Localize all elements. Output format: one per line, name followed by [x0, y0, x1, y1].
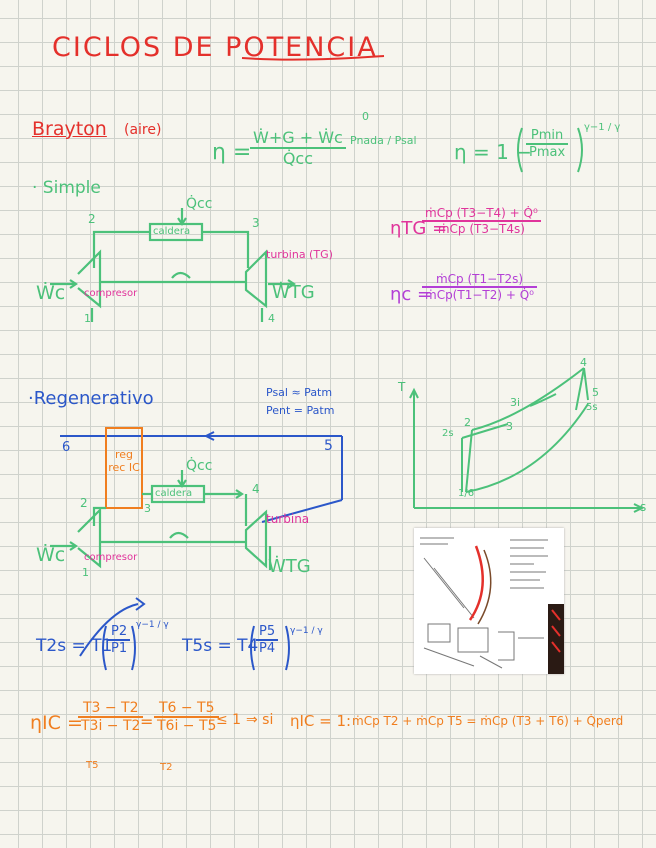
t5s-lhs: T5s = T4 [182, 636, 259, 656]
regen-heat-label: Q̇cc [186, 458, 213, 474]
ic-f2-den: T6i − T5 [157, 718, 217, 734]
simple-wc-label: Ẇc [36, 282, 66, 304]
eta-tg-fraction: ṁCp (T3−T4) + Q̇⁰ ṁCp (T3−T4s) [422, 206, 541, 236]
eta-tg-lhs: ηTG = [390, 218, 448, 239]
regen-heading: ·Regenerativo [28, 388, 154, 409]
brayton-heading: Brayton [32, 118, 107, 140]
ic-eq: = [140, 712, 154, 731]
t5s-fraction: P5 P4 [256, 624, 279, 656]
ic-balance: ṁCp T2 + ṁCp T5 = ṁCp (T3 + T6) + Q̇perd [352, 714, 624, 728]
brayton-eta2-den: Pmax [529, 145, 566, 160]
ts-point-4: 4 [580, 356, 587, 369]
brayton-eta2-num: Pmin [526, 128, 569, 145]
t2s-lhs: T2s = T1 [36, 636, 113, 656]
t2s-fraction: P2 P1 [108, 624, 131, 656]
regen-node-2: 2 [80, 496, 88, 510]
ts-point-5s: 5s [586, 402, 598, 413]
eta-tg-num: ṁCp (T3−T4) + Q̇⁰ [422, 206, 541, 222]
t5s-exp: γ−1 / γ [290, 626, 323, 636]
eta-c-num: ṁCp (T1−T2s) [422, 272, 537, 288]
eta-c-fraction: ṁCp (T1−T2s) ṁCp(T1−T2) + Q̇⁰ [422, 272, 537, 302]
regen-note-2: Pent = Patm [266, 404, 335, 417]
regen-node-6: 6 [62, 440, 71, 455]
ts-point-3: 3 [506, 420, 513, 433]
ic-le: ≤ 1 [216, 712, 242, 728]
brayton-heading-note: (aire) [124, 122, 162, 138]
ts-point-2: 2 [464, 416, 471, 429]
regen-node-1: 1 [82, 566, 89, 579]
simple-heading: · Simple [32, 178, 101, 198]
ic-fraction-2: T6 − T5 T6i − T5 [154, 700, 220, 734]
ic-f2-num: T6 − T5 [154, 700, 220, 718]
ic-fraction-1: T3 − T2 T3i − T2 [78, 700, 144, 734]
simple-node-3: 3 [252, 216, 260, 230]
ic-arrow: ⇒ si [246, 712, 274, 728]
pasted-image-content [420, 537, 564, 674]
brayton-eta2-fraction: Pmin Pmax [526, 128, 569, 160]
simple-boiler-label: caldera [153, 226, 191, 237]
simple-node-4: 4 [268, 312, 275, 325]
brayton-eta-zero: 0 [362, 110, 369, 123]
regen-boiler-label: caldera [155, 488, 193, 499]
ic-f1-den: T3i − T2 [81, 718, 141, 734]
ts-point-2s: 2s [442, 428, 454, 439]
eta-c-den: ṁCp(T1−T2) + Q̇⁰ [425, 288, 534, 302]
ts-axis-t: T [398, 380, 406, 394]
t2s-den: P1 [111, 641, 128, 656]
regen-turbine-label: turbina [266, 512, 310, 526]
ic-sub-2: T2 [160, 762, 173, 773]
simple-compressor-label: compresor [84, 288, 138, 299]
ts-point-3i: 3i [510, 396, 521, 409]
simple-turbine-label: turbina (TG) [266, 248, 333, 261]
regen-node-5: 5 [324, 438, 333, 454]
t2s-num: P2 [108, 624, 131, 641]
brayton-eta-pressure: Pnada / Psal [350, 134, 417, 147]
brayton-eta2-exp: γ−1 / γ [584, 122, 621, 133]
simple-node-1: 1 [84, 312, 91, 325]
regen-node-4: 4 [252, 482, 260, 496]
regen-wc-label: Ẇc [36, 544, 66, 566]
eta-tg-den: ṁCp (T3−T4s) [437, 222, 525, 236]
eta-c-lhs: ηc = [390, 284, 433, 305]
regen-ic-label: reg rec IC [108, 448, 140, 474]
pasted-image-thumbnail [414, 528, 564, 674]
regen-node-3: 3 [144, 502, 151, 515]
ic-f1-num: T3 − T2 [78, 700, 144, 718]
page-title: CICLOS DE POTENCIA [52, 32, 378, 63]
t5s-num: P5 [256, 624, 279, 641]
ts-point-5: 5 [592, 386, 599, 399]
ic-lhs: ηIC = [30, 712, 83, 734]
ic-eta1: ηIC = 1: [290, 712, 352, 730]
brayton-eta-den: Q̇cc [282, 149, 313, 168]
t2s-exp: γ−1 / γ [136, 620, 169, 630]
brayton-eta-fraction: Ẇ+G + Ẇc Q̇cc [250, 128, 346, 168]
brayton-eta-symbol: η = [212, 140, 252, 165]
ts-axis-s: s [640, 500, 647, 514]
brayton-eta-num: Ẇ+G + Ẇc [250, 128, 346, 149]
regen-wtg-label: ẆTG [268, 556, 311, 577]
simple-wtg-label: ẆTG [272, 282, 315, 303]
ic-sub-1: T5 [86, 760, 99, 771]
simple-heat-label: Q̇cc [186, 196, 213, 212]
t5s-den: P4 [259, 641, 276, 656]
ts-point-1-6: 1/6 [458, 488, 475, 499]
simple-node-2: 2 [88, 212, 96, 226]
regen-compressor-label: compresor [84, 552, 138, 563]
regen-note-1: Psal ≈ Patm [266, 386, 333, 399]
